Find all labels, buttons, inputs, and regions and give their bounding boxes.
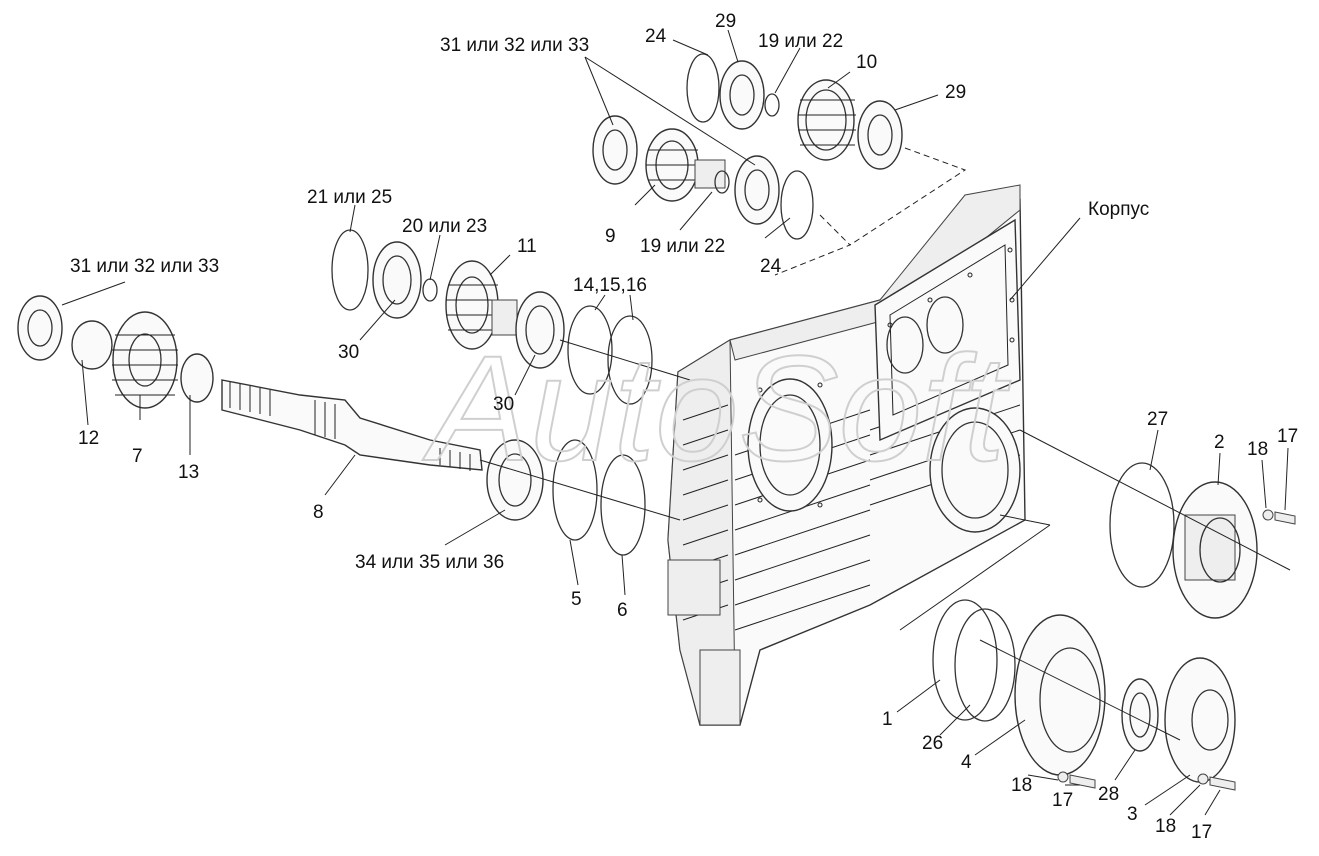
label-2: 2 bbox=[1214, 432, 1225, 453]
snap-ring-21 bbox=[331, 229, 369, 311]
label-12: 12 bbox=[78, 428, 99, 449]
label-3: 3 bbox=[1127, 804, 1138, 825]
label-27: 27 bbox=[1147, 409, 1168, 430]
label-20-23: 20 или 23 bbox=[402, 216, 487, 237]
label-19-22-top: 19 или 22 bbox=[758, 31, 843, 52]
gear-9 bbox=[645, 128, 700, 202]
cover-2 bbox=[1172, 481, 1258, 619]
label-31-32-33-left: 31 или 32 или 33 bbox=[70, 256, 219, 277]
flange-4 bbox=[1014, 614, 1106, 776]
shim-5 bbox=[552, 439, 598, 541]
ring-19b bbox=[714, 170, 730, 194]
label-18-lower-right: 18 bbox=[1155, 816, 1176, 837]
label-4: 4 bbox=[961, 752, 972, 773]
bearing-29a bbox=[719, 60, 765, 130]
label-34-35-36: 34 или 35 или 36 bbox=[355, 552, 504, 573]
label-14-15-16: 14,15,16 bbox=[573, 275, 647, 296]
bolt-17b bbox=[1069, 774, 1096, 789]
bearing-31b bbox=[734, 155, 780, 225]
label-11: 11 bbox=[517, 236, 537, 257]
housing bbox=[667, 184, 1026, 726]
gasket-27 bbox=[1109, 462, 1175, 588]
label-18-lower-left: 18 bbox=[1011, 775, 1032, 796]
label-31-32-33-top: 31 или 32 или 33 bbox=[440, 35, 589, 56]
label-24-mid: 24 bbox=[760, 256, 782, 277]
label-17-right: 17 bbox=[1277, 426, 1298, 447]
sleeve-12 bbox=[71, 320, 113, 370]
shaft-8 bbox=[221, 379, 483, 471]
shim-14a bbox=[567, 305, 613, 395]
label-8: 8 bbox=[313, 502, 324, 523]
washer-18c bbox=[1197, 773, 1209, 785]
label-1: 1 bbox=[882, 709, 893, 730]
label-5: 5 bbox=[571, 589, 582, 610]
main-shaft-assembly bbox=[17, 295, 681, 556]
right-cover-assembly bbox=[1019, 429, 1296, 619]
label-24-top: 24 bbox=[645, 26, 667, 47]
cover-3 bbox=[1164, 657, 1236, 783]
shim-14b bbox=[607, 315, 653, 405]
label-30-left: 30 bbox=[338, 342, 359, 363]
label-korpus: Корпус bbox=[1088, 199, 1149, 220]
bearing-29b bbox=[857, 100, 903, 170]
seal-28 bbox=[1121, 678, 1159, 752]
sleeve-13 bbox=[180, 353, 214, 403]
label-29-right: 29 bbox=[945, 82, 966, 103]
label-13: 13 bbox=[178, 462, 199, 483]
label-21-25: 21 или 25 bbox=[307, 187, 392, 208]
bolt-17a bbox=[1274, 511, 1296, 525]
callout-labels: 31 или 32 или 33 24 29 19 или 22 10 29 9… bbox=[70, 11, 1298, 843]
middle-shaft-assembly bbox=[592, 115, 851, 276]
snap-ring-24b bbox=[780, 170, 814, 240]
label-29-top: 29 bbox=[715, 11, 736, 32]
label-17-lower-left: 17 bbox=[1052, 790, 1073, 811]
housing-bolt-holes bbox=[757, 247, 1015, 508]
gasket-26 bbox=[954, 608, 1016, 722]
shim-6 bbox=[600, 454, 646, 556]
label-17-lower-right: 17 bbox=[1191, 822, 1212, 843]
label-6: 6 bbox=[617, 600, 628, 621]
label-30-mid: 30 bbox=[493, 394, 514, 415]
lower-cover-assembly bbox=[899, 514, 1236, 791]
leader-lines bbox=[61, 29, 1289, 816]
ring-19a bbox=[764, 93, 780, 117]
bearing-31a bbox=[592, 115, 638, 185]
washer-18b bbox=[1057, 771, 1069, 783]
snap-ring-24a bbox=[686, 53, 720, 123]
label-9: 9 bbox=[605, 226, 616, 247]
shaft-11-assembly bbox=[331, 229, 691, 405]
label-18-right: 18 bbox=[1247, 439, 1268, 460]
washer-18a bbox=[1262, 509, 1274, 521]
label-7: 7 bbox=[132, 446, 143, 467]
gasket-1 bbox=[932, 599, 998, 721]
bearing-34 bbox=[486, 439, 544, 521]
bearing-30a bbox=[372, 241, 422, 319]
gear-7 bbox=[112, 311, 178, 409]
label-26: 26 bbox=[922, 733, 943, 754]
label-19-22-mid: 19 или 22 bbox=[640, 236, 725, 257]
bolt-17c bbox=[1209, 776, 1236, 791]
label-10: 10 bbox=[856, 52, 877, 73]
bearing-30b bbox=[515, 291, 565, 369]
watermark: AutoSoft bbox=[422, 324, 1011, 492]
gear-10 bbox=[797, 79, 856, 161]
bearing-31c bbox=[17, 295, 63, 361]
gear-11 bbox=[445, 260, 500, 350]
ring-20 bbox=[422, 278, 438, 302]
upper-shaft-assembly bbox=[686, 53, 967, 246]
label-28: 28 bbox=[1098, 784, 1119, 805]
